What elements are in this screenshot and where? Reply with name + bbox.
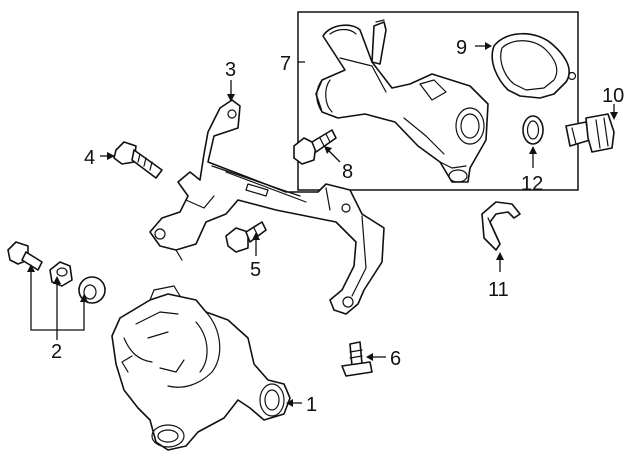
grommet[interactable] <box>49 261 73 287</box>
thermostat-housing[interactable] <box>315 19 489 183</box>
callout-8: 8 <box>342 161 353 183</box>
o-ring[interactable] <box>522 115 544 145</box>
retaining-clip[interactable] <box>481 201 521 251</box>
inset-frame <box>297 11 579 191</box>
mounting-bracket[interactable] <box>149 99 385 315</box>
callout-12: 12 <box>521 173 543 195</box>
callout-9: 9 <box>456 37 467 59</box>
stud-bolt-6[interactable] <box>341 341 373 377</box>
callout-3: 3 <box>225 59 236 81</box>
callout-1: 1 <box>306 394 317 416</box>
callout-2: 2 <box>51 341 62 363</box>
housing-gasket[interactable] <box>491 33 577 99</box>
bracket-bolt[interactable] <box>225 221 267 253</box>
callout-11: 11 <box>488 279 509 301</box>
bushing[interactable] <box>78 276 106 304</box>
callout-4: 4 <box>84 147 95 169</box>
temperature-sensor[interactable] <box>565 113 615 153</box>
leader-lines <box>27 42 618 407</box>
water-pump[interactable] <box>111 285 291 451</box>
long-bolt[interactable] <box>113 141 163 179</box>
callout-7: 7 <box>280 53 291 75</box>
housing-bolt[interactable] <box>293 129 337 165</box>
callout-6: 6 <box>390 348 401 370</box>
stud-bolt[interactable] <box>7 241 43 271</box>
callout-labels: 1 2 3 4 5 6 7 8 9 10 11 12 <box>51 37 624 416</box>
callout-10: 10 <box>602 85 624 107</box>
callout-5: 5 <box>250 259 261 281</box>
